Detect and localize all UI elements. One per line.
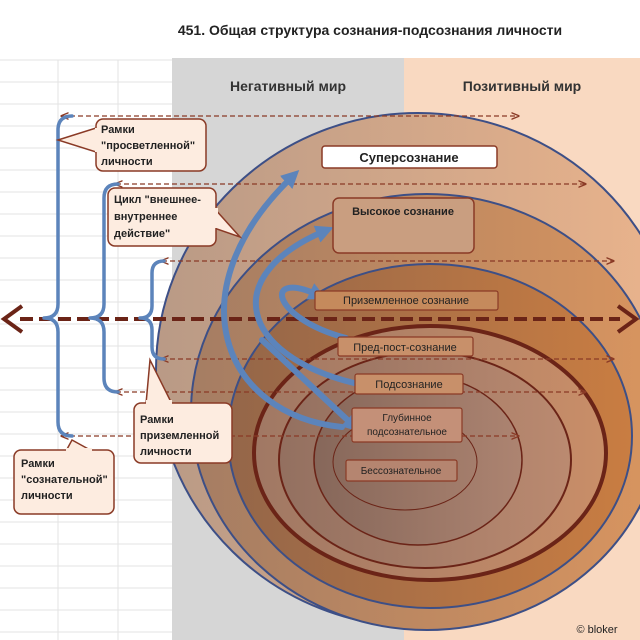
level-unconscious: Бессознательное (345, 459, 458, 482)
cycle-arrow-superconsciousness (221, 170, 345, 430)
bracket-grounded (138, 259, 166, 361)
bracket-cycle (88, 182, 120, 394)
level-label-superconsciousness: Суперсознание (359, 150, 458, 165)
level-high-consciousness: Высокое сознание (332, 197, 475, 254)
level-label-grounded-consciousness: Приземленное сознание (343, 295, 469, 307)
callout-enlightened: Рамки "просветленной" личности (55, 118, 207, 172)
cycle-arrow-high-consciousness (252, 225, 357, 386)
cycle-arrows (221, 170, 361, 432)
callout-grounded-text: Рамки приземленной личности (140, 414, 222, 458)
cycle-arrow-deep (259, 337, 361, 432)
callout-enlightened-text: Рамки "просветленной" личности (101, 124, 198, 168)
diagram-title: 451. Общая структура сознания-подсознани… (178, 22, 562, 38)
level-label-pre-post-consciousness: Пред-пост-сознание (353, 342, 456, 354)
level-deep-subconscious: Глубинное подсознательное (351, 407, 463, 443)
level-subconscious: Подсознание (354, 373, 464, 395)
level-grounded-consciousness: Приземленное сознание (314, 290, 499, 311)
negative-world-label: Негативный мир (230, 78, 346, 94)
level-label-deep-line-2: подсознательное (367, 427, 447, 438)
positive-world-label: Позитивный мир (463, 78, 582, 94)
callout-conscious-text: Рамки "сознательной" личности (21, 458, 111, 502)
frame-brackets (42, 114, 166, 438)
cycle-arrow-grounded (278, 283, 349, 341)
callout-grounded: Рамки приземленной личности (133, 357, 233, 464)
callout-cycle: Цикл "внешнее- внутреннее действие" (107, 187, 243, 247)
level-label-high-consciousness: Высокое сознание (352, 206, 454, 218)
callout-cycle-text: Цикл "внешнее- внутреннее действие" (114, 194, 204, 240)
bracket-enlightened (42, 114, 74, 438)
level-label-deep-line-1: Глубинное (382, 412, 432, 424)
level-pre-post-consciousness: Пред-пост-сознание (337, 336, 474, 357)
copyright-label: © bloker (576, 624, 617, 636)
callout-conscious: Рамки "сознательной" личности (13, 438, 115, 515)
level-superconsciousness: Суперсознание (321, 145, 498, 169)
level-label-unconscious: Бессознательное (361, 466, 442, 477)
level-label-subconscious: Подсознание (375, 379, 442, 391)
world-axis-arrow (0, 304, 640, 334)
